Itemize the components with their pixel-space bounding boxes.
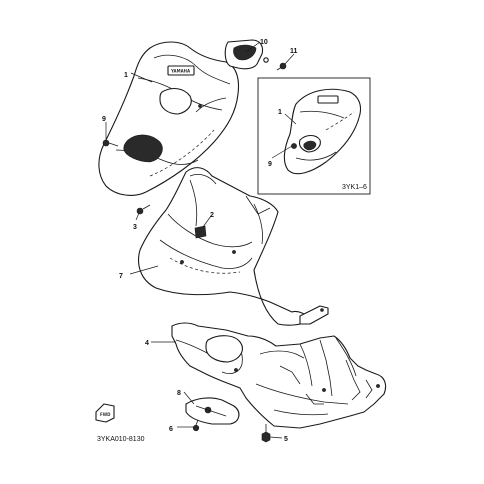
front-cover-part-1: YAMAHA — [98, 41, 240, 196]
callout-3: 3 — [133, 224, 137, 231]
callout-6: 6 — [169, 426, 173, 433]
diagram-code: 3YKA010-8130 — [97, 436, 145, 443]
leg-shield-part-7 — [138, 167, 313, 326]
screw-part-11 — [276, 62, 287, 71]
callout-8: 8 — [177, 390, 181, 397]
bracket-strip — [299, 305, 329, 325]
callout-9-main: 9 — [102, 116, 106, 123]
inset-box — [257, 77, 371, 195]
fwd-arrow-icon: FWD — [95, 403, 115, 423]
screw-part-9 — [102, 139, 119, 147]
callout-7: 7 — [119, 273, 123, 280]
screw-part-6 — [192, 419, 200, 432]
callout-11: 11 — [290, 48, 298, 55]
bolt-part-5 — [261, 424, 271, 443]
callout-1-inset: 1 — [278, 109, 282, 116]
inset-label: 3YK1–6 — [342, 184, 367, 191]
callout-9-inset: 9 — [268, 161, 272, 168]
brand-badge — [167, 65, 195, 76]
callout-2: 2 — [210, 212, 214, 219]
plate-part-8 — [185, 397, 240, 425]
callout-1-main: 1 — [124, 72, 128, 79]
callout-4: 4 — [145, 340, 149, 347]
callout-10: 10 — [260, 39, 268, 46]
brand-badge-text: YAMAHA — [170, 69, 191, 74]
clip-part-2 — [194, 225, 207, 239]
leader-lines — [105, 41, 297, 439]
callout-5: 5 — [284, 436, 288, 443]
fwd-label: FWD — [100, 412, 111, 417]
footrest-board-part-4 — [171, 322, 387, 429]
screw-part-3 — [136, 204, 151, 215]
